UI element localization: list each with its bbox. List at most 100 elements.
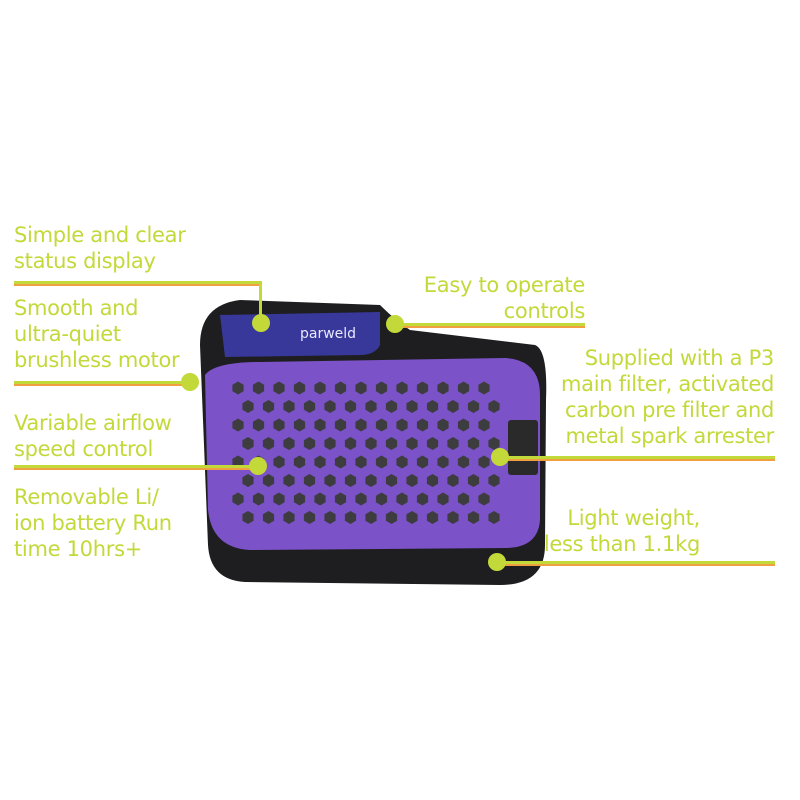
vent-hole xyxy=(447,400,459,413)
vent-hole xyxy=(242,511,254,524)
vent-hole xyxy=(273,418,285,432)
vent-hole xyxy=(416,418,429,432)
vent-hole xyxy=(478,455,490,469)
vent-hole xyxy=(283,437,295,450)
vent-hole xyxy=(324,400,336,413)
vent-hole xyxy=(437,418,449,432)
vent-hole xyxy=(467,437,480,450)
vent-hole xyxy=(252,492,265,506)
vent-hole xyxy=(252,418,265,432)
vent-hole xyxy=(396,455,408,469)
vent-hole xyxy=(344,474,357,487)
vent-hole xyxy=(457,492,470,506)
vent-hole xyxy=(293,418,306,432)
vent-hole xyxy=(467,474,480,487)
vent-hole xyxy=(293,381,306,395)
vent-hole xyxy=(365,400,377,413)
vent-hole xyxy=(447,474,459,487)
vent-hole xyxy=(467,400,480,413)
vent-hole xyxy=(457,381,470,395)
vent-hole xyxy=(273,455,285,469)
callout-line xyxy=(14,465,258,468)
callout-status-display: Simple and clear status display xyxy=(14,223,186,273)
vent-hole xyxy=(406,474,418,487)
callout-line xyxy=(500,456,775,459)
vent-hole xyxy=(488,511,500,524)
vent-hole xyxy=(232,381,244,395)
vent-hole xyxy=(426,437,439,450)
vent-hole xyxy=(334,381,347,395)
vent-hole xyxy=(385,511,398,524)
vent-hole xyxy=(478,492,490,506)
vent-hole xyxy=(396,418,408,432)
vent-hole xyxy=(375,492,388,506)
vent-hole xyxy=(365,474,377,487)
vent-hole xyxy=(355,492,367,506)
vent-hole xyxy=(406,511,418,524)
vent-hole xyxy=(262,474,275,487)
vent-hole xyxy=(334,418,347,432)
vent-hole xyxy=(457,418,470,432)
vent-hole xyxy=(242,400,254,413)
callout-weight: Light weight, less than 1.1kg xyxy=(543,506,700,556)
vent-hole xyxy=(426,511,439,524)
vent-hole xyxy=(314,418,326,432)
callout-dot xyxy=(491,448,509,466)
vent-hole xyxy=(293,492,306,506)
callout-dot xyxy=(386,315,404,333)
vent-hole xyxy=(375,418,388,432)
vent-hole xyxy=(375,455,388,469)
callout-line xyxy=(497,561,775,564)
vent-hole xyxy=(375,381,388,395)
vent-hole xyxy=(303,474,316,487)
vent-hole xyxy=(488,437,500,450)
vent-hole xyxy=(437,492,449,506)
callout-dot xyxy=(249,457,267,475)
vent-hole xyxy=(396,492,408,506)
callout-line xyxy=(259,281,262,323)
vent-hole xyxy=(467,511,480,524)
vent-holes xyxy=(232,381,500,524)
vent-hole xyxy=(416,455,429,469)
filter-latch xyxy=(508,420,538,475)
vent-hole xyxy=(488,474,500,487)
brand-logo: parweld xyxy=(300,326,356,342)
vent-hole xyxy=(232,492,244,506)
vent-hole xyxy=(344,511,357,524)
callout-controls: Easy to operate controls xyxy=(423,273,586,323)
vent-hole xyxy=(303,511,316,524)
vent-hole xyxy=(385,474,398,487)
vent-hole xyxy=(293,455,306,469)
vent-hole xyxy=(273,492,285,506)
vent-hole xyxy=(457,455,470,469)
vent-hole xyxy=(303,437,316,450)
callout-line xyxy=(14,381,190,384)
vent-hole xyxy=(437,381,449,395)
vent-hole xyxy=(416,492,429,506)
callout-dot xyxy=(181,373,199,391)
callout-line xyxy=(14,281,262,284)
vent-hole xyxy=(437,455,449,469)
vent-hole xyxy=(262,511,275,524)
vent-hole xyxy=(283,474,295,487)
vent-hole xyxy=(355,455,367,469)
vent-hole xyxy=(478,418,490,432)
vent-hole xyxy=(447,437,459,450)
vent-hole xyxy=(283,400,295,413)
vent-hole xyxy=(478,381,490,395)
vent-hole xyxy=(344,400,357,413)
callout-motor: Smooth and ultra-quiet brushless motor xyxy=(14,296,180,372)
vent-hole xyxy=(334,455,347,469)
vent-hole xyxy=(262,437,275,450)
vent-hole xyxy=(262,400,275,413)
vent-hole xyxy=(396,381,408,395)
vent-hole xyxy=(324,474,336,487)
vent-hole xyxy=(324,511,336,524)
vent-hole xyxy=(314,492,326,506)
vent-hole xyxy=(365,437,377,450)
vent-hole xyxy=(232,418,244,432)
vent-hole xyxy=(324,437,336,450)
vent-hole xyxy=(242,437,254,450)
vent-hole xyxy=(242,474,254,487)
